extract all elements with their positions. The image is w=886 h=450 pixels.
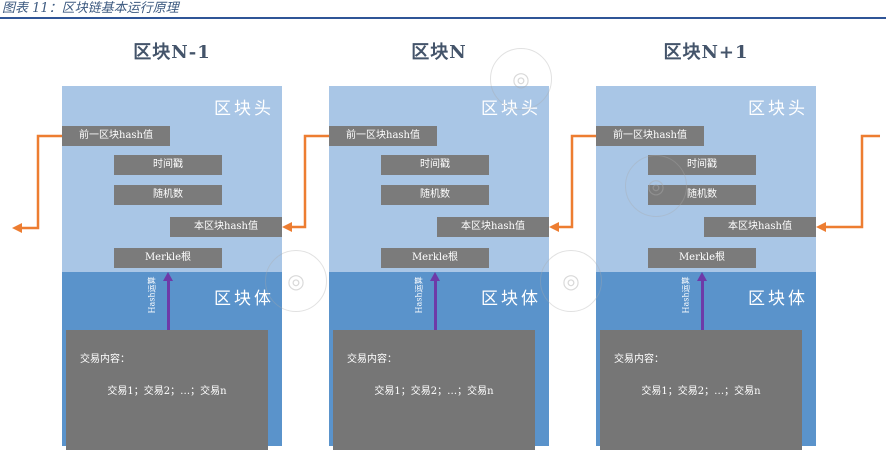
- block-hash-field: 本区块hash值: [704, 217, 816, 237]
- prev-hash-field: 前一区块hash值: [329, 126, 437, 146]
- block-n-minus-1: 区块头 前一区块hash值 时间戳 随机数 本区块hash值 Merkle根 H…: [62, 86, 282, 450]
- arrow-head-left-icon: [549, 222, 559, 232]
- block-hash-field: 本区块hash值: [170, 217, 282, 237]
- hash-arrow: [167, 280, 170, 330]
- block-body-label: 区块体: [214, 289, 274, 309]
- chain-link-arrow: [557, 134, 596, 229]
- nonce-field: 随机数: [114, 185, 222, 205]
- transaction-title: 交易内容：: [80, 354, 130, 365]
- block-title-n-minus-1: 区块N-1: [133, 42, 211, 63]
- block-body-label: 区块体: [481, 289, 541, 309]
- block-body-label: 区块体: [748, 289, 808, 309]
- transaction-list: 交易1；交易2；…；交易n: [374, 386, 494, 397]
- block-hash-field: 本区块hash值: [437, 217, 549, 237]
- chain-link-arrow: [824, 134, 880, 229]
- merkle-root-field: Merkle根: [114, 248, 222, 268]
- timestamp-field: 时间戳: [114, 155, 222, 175]
- hash-arrow-head-icon: [430, 272, 440, 281]
- hash-arrow-head-icon: [163, 272, 173, 281]
- hash-arrow-head-icon: [697, 272, 707, 281]
- transaction-title: 交易内容：: [614, 354, 664, 365]
- block-title-n: 区块N: [411, 42, 467, 63]
- arrow-head-left-icon: [282, 222, 292, 232]
- transaction-list: 交易1；交易2；…；交易n: [107, 386, 227, 397]
- caption-rule: [0, 17, 886, 19]
- prev-hash-field: 前一区块hash值: [62, 126, 170, 146]
- watermark-stamp-icon: ◎: [625, 155, 687, 217]
- arrow-head-left-icon: [12, 223, 22, 233]
- chain-connectors: [12, 134, 880, 233]
- hash-arrow: [701, 280, 704, 330]
- block-header-label: 区块头: [748, 99, 808, 119]
- chain-link-arrow: [290, 134, 329, 229]
- hash-arrow: [434, 280, 437, 330]
- watermark-stamp-icon: ◎: [265, 250, 327, 312]
- nonce-field: 随机数: [381, 185, 489, 205]
- watermark-stamp-icon: ◎: [490, 48, 552, 110]
- transaction-box: 交易内容： 交易1；交易2；…；交易n: [333, 330, 535, 450]
- block-header-label: 区块头: [214, 99, 274, 119]
- watermark-stamp-icon: ◎: [540, 250, 602, 312]
- timestamp-field: 时间戳: [381, 155, 489, 175]
- merkle-root-field: Merkle根: [381, 248, 489, 268]
- prev-hash-field: 前一区块hash值: [596, 126, 704, 146]
- transaction-title: 交易内容：: [347, 354, 397, 365]
- block-header-area: [62, 86, 282, 272]
- merkle-root-field: Merkle根: [648, 248, 756, 268]
- transaction-box: 交易内容： 交易1；交易2；…；交易n: [600, 330, 802, 450]
- block-header-area: [329, 86, 549, 272]
- figure-caption: 图表 11：区块链基本运行原理: [2, 1, 179, 16]
- block-n: 区块头 前一区块hash值 时间戳 随机数 本区块hash值 Merkle根 H…: [329, 86, 549, 450]
- block-title-n-plus-1: 区块N+1: [663, 42, 749, 63]
- transaction-box: 交易内容： 交易1；交易2；…；交易n: [66, 330, 268, 450]
- block-n-plus-1: 区块头 前一区块hash值 时间戳 随机数 本区块hash值 Merkle根 H…: [596, 86, 816, 450]
- transaction-list: 交易1；交易2；…；交易n: [641, 386, 761, 397]
- arrow-head-left-icon: [816, 222, 826, 232]
- chain-link-arrow: [20, 134, 62, 230]
